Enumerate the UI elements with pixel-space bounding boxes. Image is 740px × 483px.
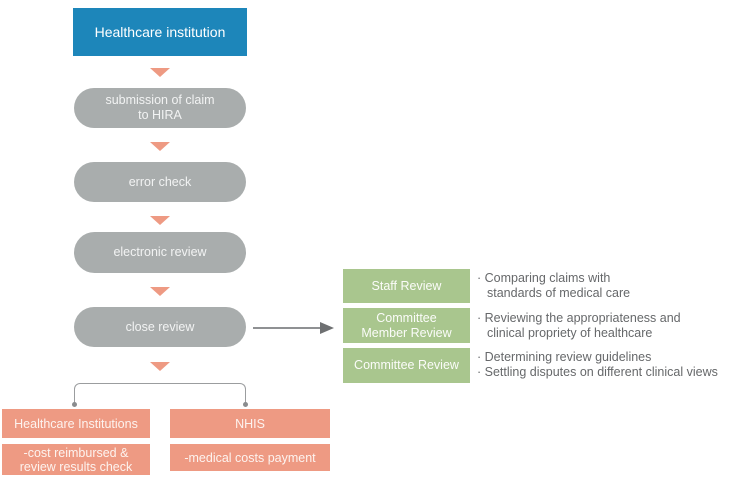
node-label-line: Member Review bbox=[361, 325, 452, 340]
note-line: · Settling disputes on different clinica… bbox=[477, 365, 718, 379]
note-line: standards of medical care bbox=[487, 286, 631, 300]
node-label: Healthcare institution bbox=[94, 24, 226, 40]
arrow-right-icon bbox=[320, 322, 334, 334]
note-line: · Comparing claims with bbox=[477, 271, 611, 285]
node-label-line: Staff Review bbox=[371, 278, 442, 293]
arrow-down-icon bbox=[150, 287, 170, 296]
node-label-line: submission of claim bbox=[105, 93, 215, 107]
node-close-review: close review bbox=[74, 307, 246, 347]
node-submission-of-claim: submission of claim to HIRA bbox=[74, 88, 246, 128]
note-line: · Determining review guidelines bbox=[477, 350, 652, 364]
arrow-down-icon bbox=[150, 68, 170, 77]
node-label-line: electronic review bbox=[113, 245, 207, 259]
arrow-down-icon bbox=[150, 216, 170, 225]
node-committee-member-review: Committee Member Review bbox=[343, 308, 470, 343]
note-committee-member-review: · Reviewing the appropriateness and clin… bbox=[477, 311, 681, 341]
node-label-line: to HIRA bbox=[138, 108, 182, 122]
node-medical-costs-payment-detail: -medical costs payment bbox=[170, 444, 330, 471]
note-line: · Reviewing the appropriateness and bbox=[477, 311, 681, 325]
node-label-line: Committee bbox=[376, 310, 437, 325]
node-electronic-review: electronic review bbox=[74, 232, 246, 273]
arrow-down-icon bbox=[150, 362, 170, 371]
node-label-line: review results check bbox=[19, 459, 133, 474]
node-label-line: Healthcare Institutions bbox=[14, 416, 138, 431]
connector-dot bbox=[72, 402, 77, 407]
node-label-line: Committee Review bbox=[354, 358, 459, 372]
arrow-right-line bbox=[253, 327, 323, 329]
note-staff-review: · Comparing claims with standards of med… bbox=[477, 271, 630, 301]
node-label-line: NHIS bbox=[235, 416, 265, 431]
node-committee-review: Committee Review bbox=[343, 348, 470, 383]
connector-dot bbox=[243, 402, 248, 407]
arrow-down-icon bbox=[150, 142, 170, 151]
node-label-line: -cost reimbursed & bbox=[23, 445, 129, 460]
node-staff-review: Staff Review bbox=[343, 269, 470, 303]
node-label-line: error check bbox=[128, 174, 192, 189]
node-cost-reimbursed-detail: -cost reimbursed & review results check bbox=[2, 444, 150, 475]
node-error-check: error check bbox=[74, 162, 246, 202]
node-healthcare-institution: Healthcare institution bbox=[73, 8, 247, 56]
node-healthcare-institutions-outcome: Healthcare Institutions bbox=[2, 409, 150, 438]
node-label-line: -medical costs payment bbox=[184, 450, 316, 465]
note-line: clinical propriety of healthcare bbox=[487, 326, 653, 340]
node-nhis-outcome: NHIS bbox=[170, 409, 330, 438]
split-connector bbox=[74, 383, 246, 404]
note-committee-review: · Determining review guidelines · Settli… bbox=[477, 350, 718, 380]
node-label-line: close review bbox=[125, 319, 195, 334]
